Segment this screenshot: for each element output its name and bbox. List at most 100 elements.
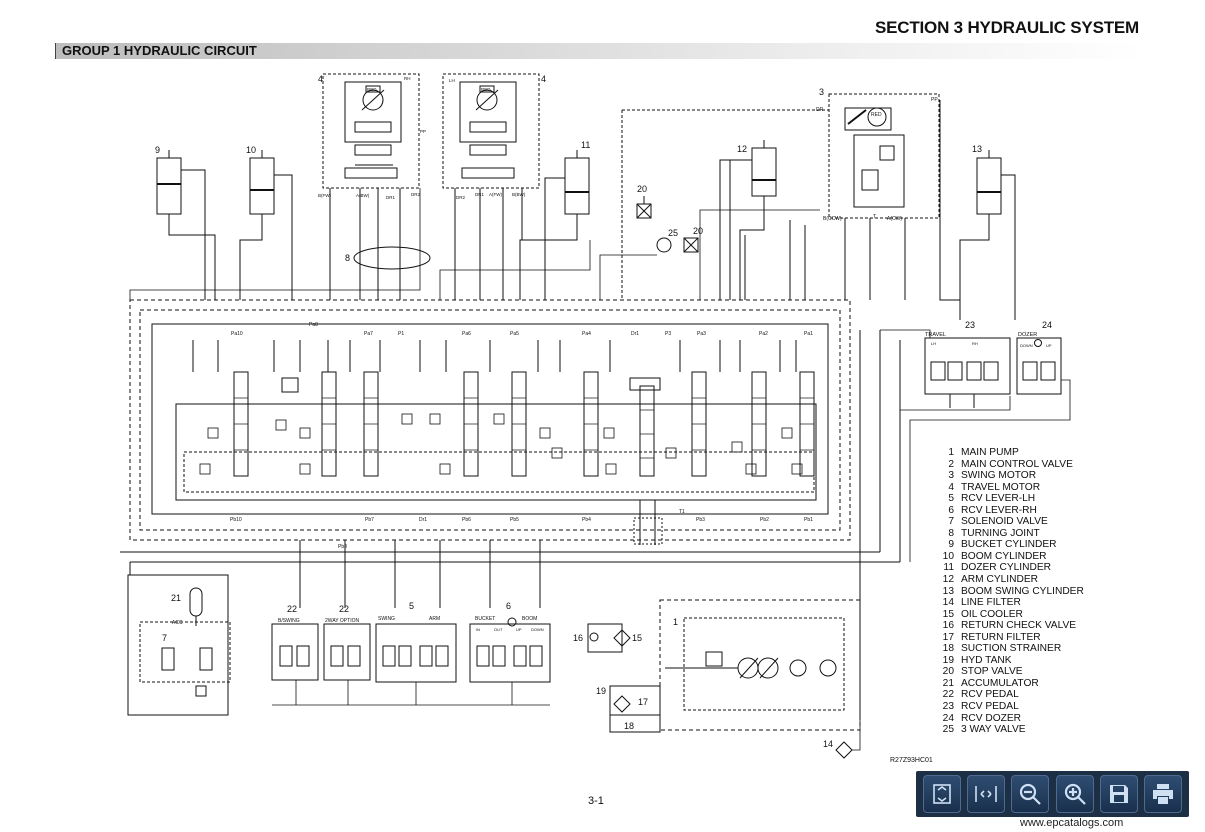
legend-text: SWING MOTOR [961, 470, 1037, 482]
save-button[interactable] [1099, 775, 1138, 813]
callout-dozer-lever: 24 [1042, 320, 1052, 330]
label-arm-lever: ARM [429, 616, 440, 622]
callout-boom-swing-cyl: 13 [972, 144, 982, 154]
legend-number: 6 [948, 504, 954, 516]
zoom-in-button[interactable] [1055, 775, 1094, 813]
solenoid-valve [127, 574, 231, 716]
label-pa3: Pa3 [697, 331, 706, 337]
legend-item: 3 SWING MOTOR [932, 470, 1084, 482]
label-a-bw: A(BW) [356, 193, 370, 198]
stop-valve-a [636, 196, 652, 219]
legend-number: 12 [942, 574, 954, 586]
save-icon [1109, 785, 1128, 803]
label-b-fw: B(FW) [318, 193, 331, 198]
callout-pedal-bswing: 22 [287, 604, 297, 614]
legend-number: 20 [942, 666, 954, 678]
callout-strainer: 17 [638, 697, 648, 707]
section-title: SECTION 3 HYDRAULIC SYSTEM [875, 18, 1139, 37]
legend-text: TURNING JOINT [961, 527, 1040, 539]
fit-page-icon [933, 784, 951, 804]
label-dr2-lh: DR2 [411, 192, 420, 197]
label-bswing: B/SWING [278, 618, 300, 624]
label-p1: P1 [398, 331, 404, 337]
label-pb5: Pb5 [510, 517, 519, 523]
label-dr1-lh: DR1 [386, 195, 395, 200]
arm-cylinder [751, 140, 777, 197]
legend-text: SOLENOID VALVE [961, 516, 1048, 528]
callout-three-way: 25 [668, 228, 678, 238]
legend-text: LINE FILTER [961, 597, 1021, 609]
drawing-code: R27Z93HC01 [890, 757, 933, 764]
legend-text: 3 WAY VALVE [961, 724, 1026, 736]
label-t-swing: T [873, 214, 876, 220]
label-dozer: DOZER [1018, 332, 1037, 338]
watermark: www.epcatalogs.com [1020, 817, 1124, 829]
label-red-lh: RED [367, 87, 377, 92]
label-pa6: Pa6 [462, 331, 471, 337]
label-swing-lever: SWING [378, 616, 395, 622]
label-pa8: Pa8 [309, 322, 318, 328]
label-pb6: Pb6 [462, 517, 471, 523]
label-pa5: Pa5 [510, 331, 519, 337]
group-title-bar [55, 43, 1141, 59]
legend-number: 15 [942, 608, 954, 620]
callout-solenoid: 7 [162, 633, 167, 643]
legend-text: OIL COOLER [961, 608, 1023, 620]
label-a-cw: A(CW) [887, 216, 902, 222]
label-acc: ACC [172, 620, 183, 626]
print-button[interactable] [1143, 775, 1182, 813]
legend-number: 23 [942, 701, 954, 713]
label-travel-lh: LH [931, 341, 936, 346]
legend-number: 10 [942, 550, 954, 562]
fit-width-button[interactable] [967, 775, 1006, 813]
stop-valve-b [683, 237, 699, 253]
callout-swing: 3 [819, 87, 824, 97]
callout-pump: 1 [673, 617, 678, 627]
rcv-pedal-bswing [271, 623, 319, 681]
legend-number: 5 [948, 493, 954, 505]
legend-number: 2 [948, 458, 954, 470]
legend-number: 4 [948, 481, 954, 493]
turning-joint [353, 246, 431, 270]
travel-pedal [924, 337, 1011, 408]
legend-text: ARM CYLINDER [961, 574, 1038, 586]
legend-number: 9 [948, 539, 954, 551]
legend-number: 8 [948, 527, 954, 539]
label-a-fw: A(FW) [489, 192, 502, 197]
zoom-in-icon [1064, 783, 1086, 805]
rcv-lever-rh [469, 617, 551, 683]
label-boom-lever: BOOM [522, 616, 537, 622]
accumulator [189, 587, 203, 626]
zoom-out-button[interactable] [1011, 775, 1050, 813]
legend-text: RCV DOZER [961, 712, 1021, 724]
bucket-cylinder [156, 150, 182, 215]
callout-cooler: 15 [632, 633, 642, 643]
callout-return-check: 16 [573, 633, 583, 643]
print-icon [1152, 784, 1173, 804]
fit-page-button[interactable] [923, 775, 962, 813]
legend-number: 3 [948, 470, 954, 482]
callout-pedal-2way: 22 [339, 604, 349, 614]
legend-text: BOOM SWING CYLINDER [961, 585, 1084, 597]
callout-motor-rh: 4 [541, 74, 546, 84]
callout-accumulator: 21 [171, 593, 181, 603]
label-pp-lh: PP [420, 129, 426, 134]
callout-stop-valve-b: 20 [693, 226, 703, 236]
label-p3: P3 [665, 331, 671, 337]
